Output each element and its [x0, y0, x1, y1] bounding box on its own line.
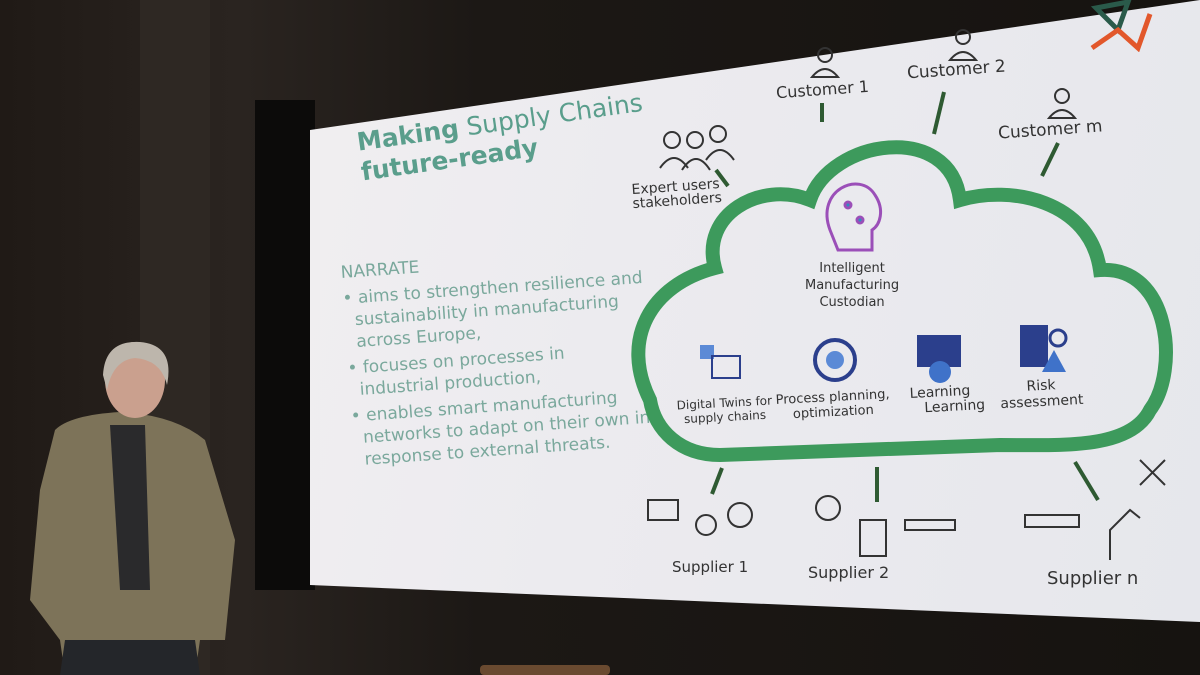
stage-light	[480, 665, 610, 675]
supplier-n-label: Supplier n	[1047, 568, 1139, 589]
module-icons	[700, 325, 1068, 383]
brain-head-icon	[825, 182, 883, 252]
supplier-icons	[647, 459, 1166, 560]
speaker-person	[30, 341, 235, 675]
module-process-planning: Process planning,optimization	[775, 387, 890, 423]
supplier-1-label: Supplier 1	[672, 558, 749, 576]
person-icons	[659, 29, 1078, 171]
screen-frame	[255, 100, 315, 590]
connection-arrows	[710, 91, 1100, 502]
cloud-outline	[631, 140, 1173, 463]
supplier-2-label: Supplier 2	[808, 563, 890, 582]
logo-icon	[1090, 0, 1153, 52]
